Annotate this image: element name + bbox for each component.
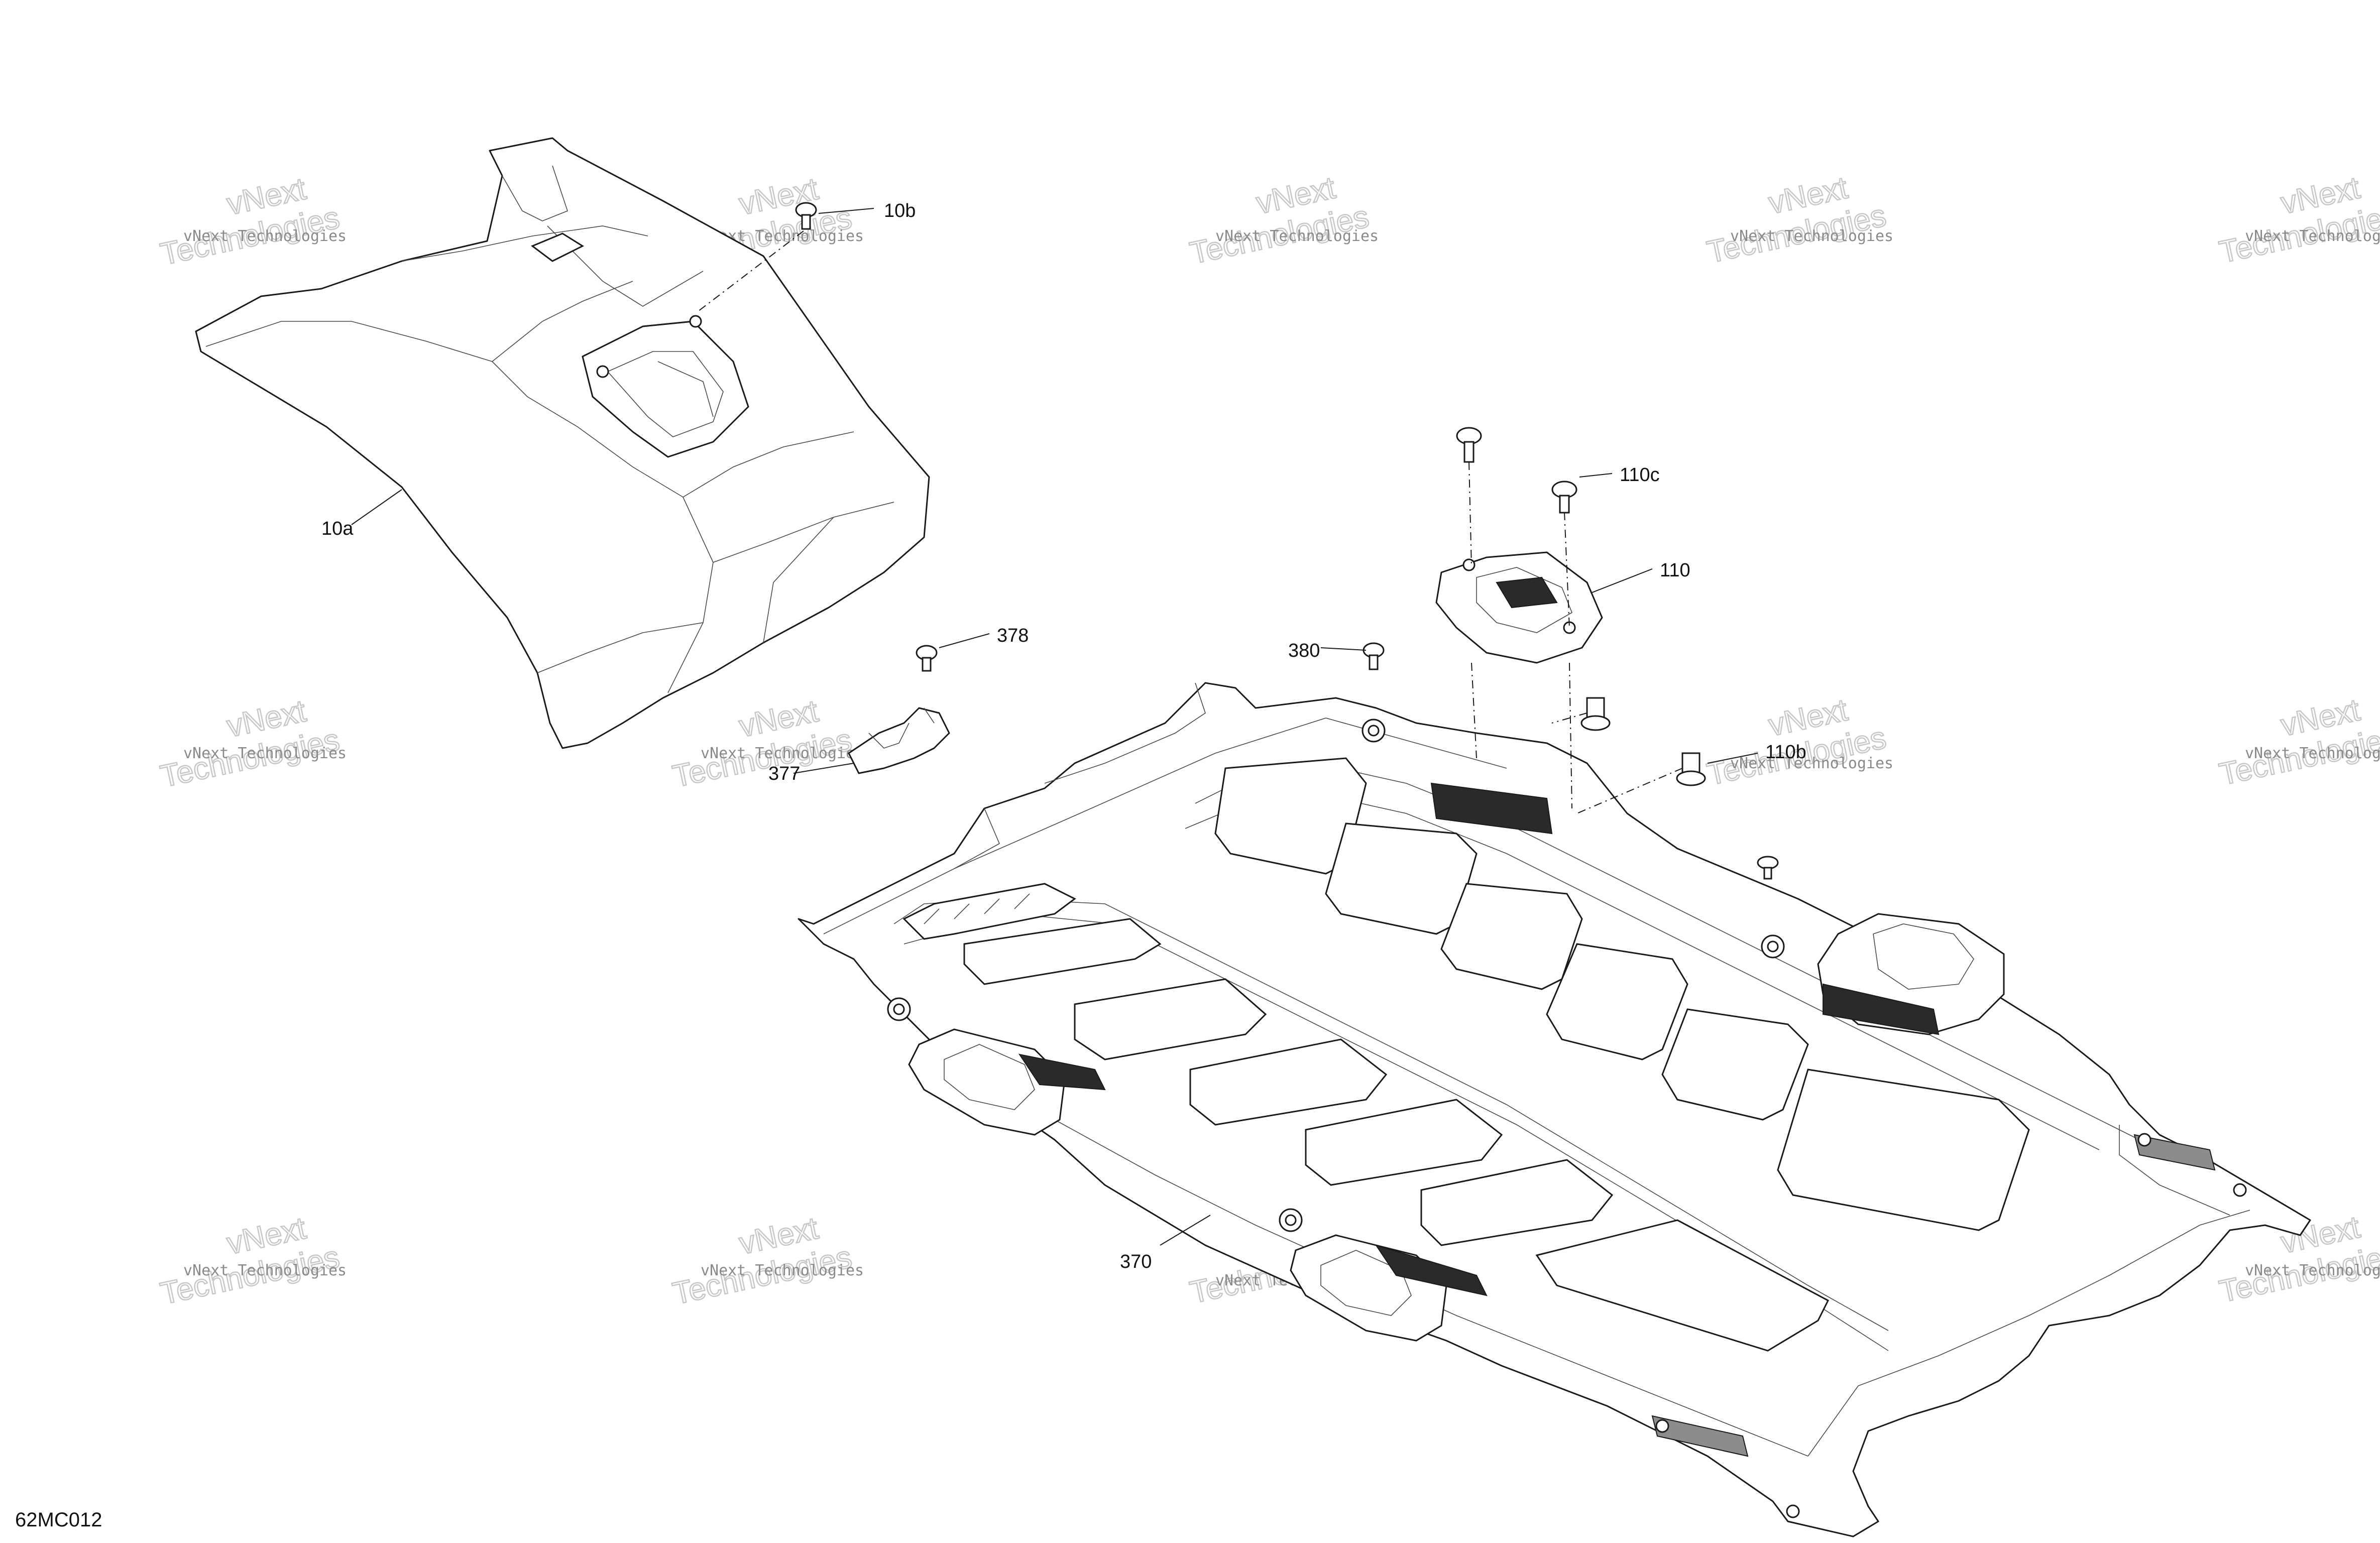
watermark-small: vNext Technologies [701, 745, 864, 762]
callout-110: 110 [1660, 560, 1690, 581]
fasteners [795, 202, 1779, 880]
skid-plate-370 [798, 682, 2311, 1537]
watermark-small: vNext Technologies [2245, 227, 2380, 245]
watermark-small: vNext Technologies [1730, 755, 1893, 772]
callout-110b: 110b [1765, 742, 1806, 763]
callout-10b: 10b [884, 200, 916, 221]
rivet-icon [1551, 481, 1577, 514]
callout-380: 380 [1288, 640, 1320, 661]
bracket-110 [1435, 551, 1603, 664]
callout-110c: 110c [1620, 464, 1660, 486]
leader-lines [351, 208, 1758, 1246]
watermark-small: vNext Technologies [1215, 227, 1379, 245]
callout-378: 378 [997, 625, 1029, 646]
rivet-icon [1456, 427, 1482, 463]
rivet-icon [1580, 697, 1611, 731]
rivet-icon [795, 202, 817, 230]
rivet-icon [1757, 856, 1779, 880]
watermark-small: vNext Technologies [701, 1262, 864, 1279]
callout-labels: 10b 10a 110c 110 378 380 377 110b 370 [321, 200, 1806, 1272]
callout-10a: 10a [321, 518, 354, 539]
rivet-icon [1363, 642, 1385, 670]
watermark-small: vNext Technologies [1730, 227, 1893, 245]
callout-370: 370 [1120, 1251, 1152, 1272]
diagram-reference-code: 62MC012 [15, 1509, 102, 1531]
watermark-small: vNext Technologies [183, 1262, 347, 1279]
watermark-small: vNext Technologies [2245, 745, 2380, 762]
watermark-small: vNext Technologies [2245, 1262, 2380, 1279]
rivet-icon [916, 645, 938, 672]
watermark-small: vNext Technologies [183, 745, 347, 762]
rivet-icon [1676, 752, 1706, 786]
assembly-lines [698, 230, 1683, 814]
front-panel-10a [195, 137, 930, 749]
clip-377 [848, 707, 950, 774]
callout-377: 377 [768, 763, 800, 784]
watermark-small: vNext Technologies [183, 227, 347, 245]
